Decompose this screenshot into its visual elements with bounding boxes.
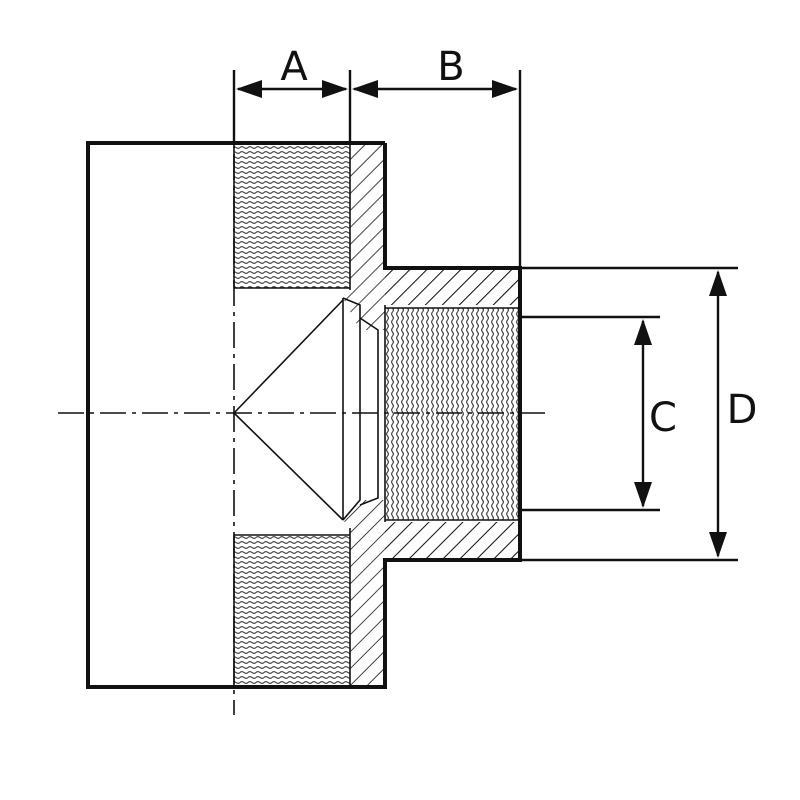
dimension-b: B	[352, 44, 522, 268]
dimension-label-a: A	[280, 44, 308, 90]
body-outline	[86, 141, 522, 689]
arrowhead	[709, 270, 727, 296]
dimension-d: D	[520, 266, 758, 562]
dimension-a: A	[232, 44, 352, 143]
arrowhead	[709, 532, 727, 558]
arrowhead	[634, 482, 652, 508]
lower-run-thread	[234, 535, 350, 685]
internal-bore	[233, 297, 379, 521]
branch-thread	[385, 308, 518, 520]
arrowhead	[352, 80, 378, 98]
arrowhead	[322, 80, 348, 98]
dimension-label-c: C	[649, 395, 677, 441]
section-hatching	[343, 143, 520, 687]
dimension-c: C	[520, 315, 677, 512]
dimension-label-b: B	[437, 44, 464, 90]
arrowhead	[236, 80, 262, 98]
fitting-outline	[86, 141, 522, 689]
upper-run-thread	[234, 146, 350, 288]
arrowhead	[634, 319, 652, 345]
center-lines	[58, 70, 545, 715]
arrowhead	[492, 80, 518, 98]
dimension-label-d: D	[727, 387, 758, 433]
threads	[233, 146, 518, 685]
